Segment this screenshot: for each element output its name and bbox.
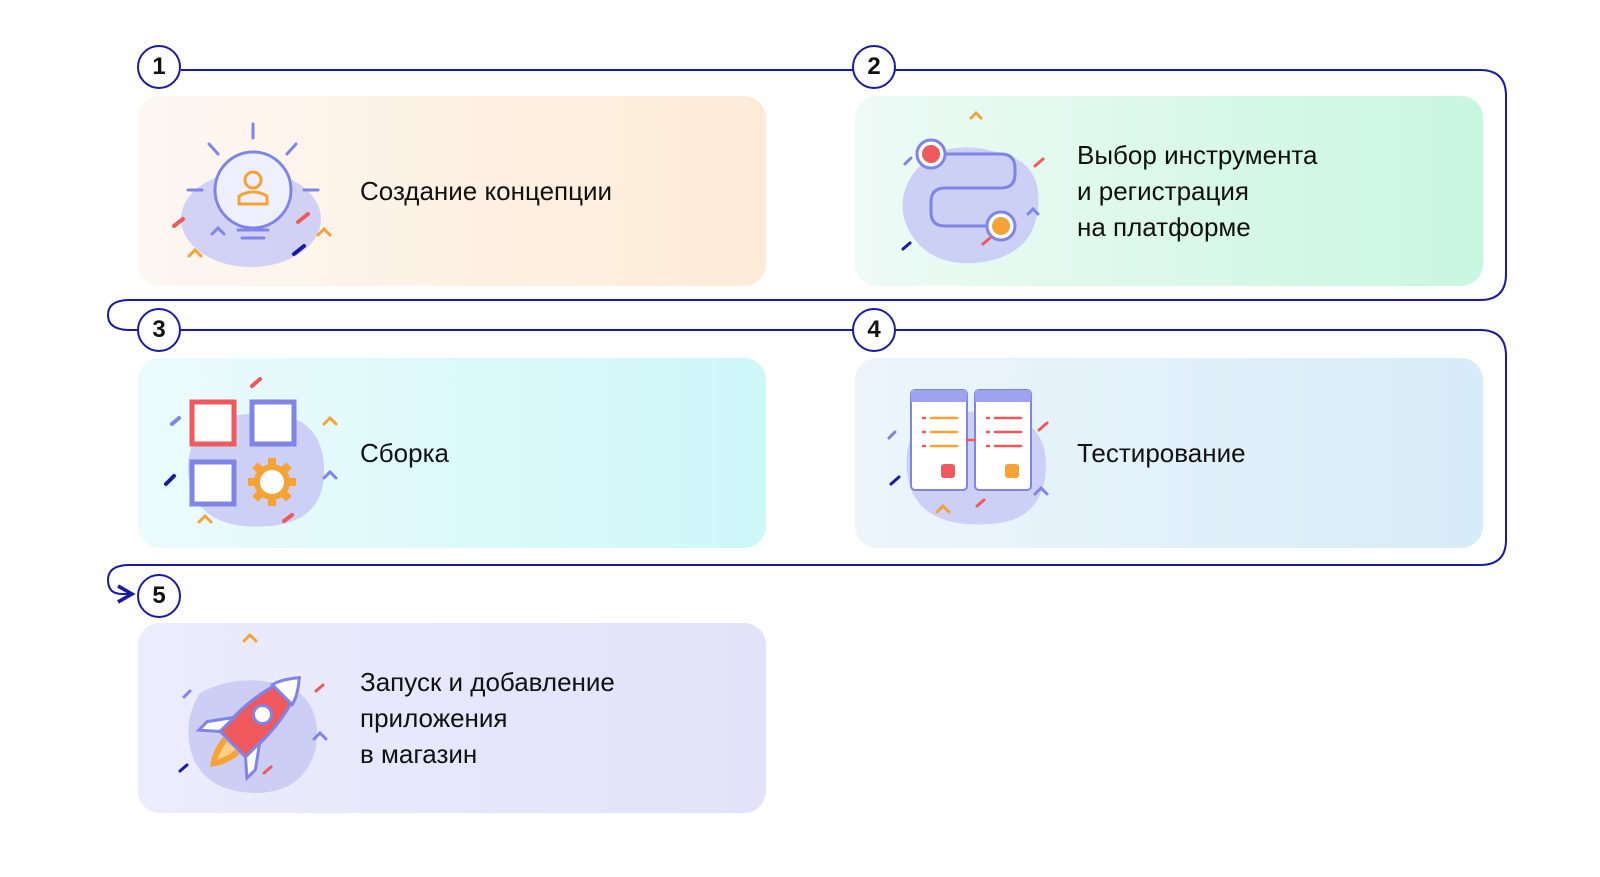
step-number-badge: 3 xyxy=(137,308,181,352)
step-number-badge: 5 xyxy=(137,574,181,618)
step-label: Выбор инструмента и регистрация на платф… xyxy=(1077,140,1318,242)
rocket-icon xyxy=(178,632,328,793)
step-number-badge: 4 xyxy=(852,308,896,352)
step-number-badge: 1 xyxy=(137,45,181,89)
step-label: Тестирование xyxy=(1077,438,1246,468)
lightbulb-person-icon xyxy=(172,122,332,267)
step-number-badge: 2 xyxy=(852,45,896,89)
step-label: Создание концепции xyxy=(360,176,613,206)
route-path-icon xyxy=(901,110,1045,264)
blocks-gear-icon xyxy=(164,377,338,527)
step-label: Запуск и добавление приложения в магазин xyxy=(360,667,615,769)
step-card-tool-selection: Выбор инструмента и регистрация на платф… xyxy=(855,96,1483,286)
step-card-assembly: Сборка xyxy=(138,358,766,548)
step-card-launch: Запуск и добавление приложения в магазин xyxy=(138,623,766,813)
step-card-testing: Тестирование xyxy=(855,358,1483,548)
test-cards-icon xyxy=(887,389,1049,525)
step-card-concept: Создание концепции xyxy=(138,96,766,286)
step-label: Сборка xyxy=(360,438,449,468)
